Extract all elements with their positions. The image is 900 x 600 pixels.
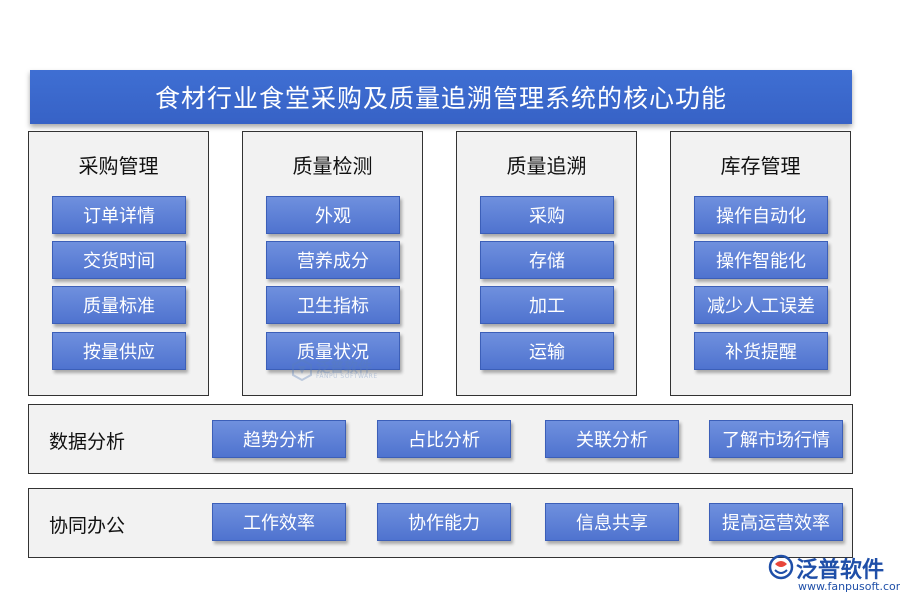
panel-quality-traceability: 质量追溯 采购 存储 加工 运输 <box>456 131 637 396</box>
watermark-text: 泛普软件 <box>316 360 372 376</box>
panel-title: 采购管理 <box>78 154 159 178</box>
watermark-logo-icon <box>292 358 312 382</box>
feature-box: 加工 <box>480 286 614 324</box>
feature-box: 交货时间 <box>52 241 186 279</box>
panel-title: 质量追溯 <box>506 154 587 178</box>
feature-box: 质量标准 <box>52 286 186 324</box>
feature-box: 关联分析 <box>545 420 679 458</box>
feature-box: 协作能力 <box>377 503 511 541</box>
panel-quality-inspection: 质量检测 外观 营养成分 卫生指标 质量状况 <box>242 131 423 396</box>
feature-box: 占比分析 <box>377 420 511 458</box>
feature-box: 质量状况 <box>266 332 400 370</box>
brand-name: 泛普软件 <box>796 558 885 583</box>
feature-box: 趋势分析 <box>212 420 346 458</box>
panel-procurement: 采购管理 订单详情 交货时间 质量标准 按量供应 <box>28 131 209 396</box>
feature-box: 信息共享 <box>545 503 679 541</box>
feature-box: 了解市场行情 <box>709 420 843 458</box>
watermark-subtext: FANPU SOFTWARE <box>316 373 378 380</box>
panel-inventory: 库存管理 操作自动化 操作智能化 减少人工误差 补货提醒 <box>670 131 851 396</box>
brand-logo-icon <box>768 554 794 580</box>
feature-box: 操作智能化 <box>694 241 828 279</box>
feature-box: 卫生指标 <box>266 286 400 324</box>
row-label: 数据分析 <box>49 431 126 453</box>
feature-box: 操作自动化 <box>694 196 828 234</box>
feature-box: 运输 <box>480 332 614 370</box>
panel-title: 库存管理 <box>720 154 801 178</box>
diagram-title: 食材行业食堂采购及质量追溯管理系统的核心功能 <box>30 70 852 124</box>
feature-box: 采购 <box>480 196 614 234</box>
watermark: 泛普软件 FANPU SOFTWARE <box>290 355 400 385</box>
row-label: 协同办公 <box>49 515 126 537</box>
brand-url: www.fanpusoft.com <box>798 580 900 593</box>
feature-box: 补货提醒 <box>694 332 828 370</box>
row-data-analysis: 数据分析 趋势分析 占比分析 关联分析 了解市场行情 <box>28 404 853 474</box>
feature-box: 存储 <box>480 241 614 279</box>
row-collaboration: 协同办公 工作效率 协作能力 信息共享 提高运营效率 <box>28 488 853 558</box>
feature-box: 订单详情 <box>52 196 186 234</box>
feature-box: 工作效率 <box>212 503 346 541</box>
feature-box: 按量供应 <box>52 332 186 370</box>
brand-logo: 泛普软件 www.fanpusoft.com <box>768 552 900 597</box>
panel-title: 质量检测 <box>292 154 373 178</box>
feature-box: 外观 <box>266 196 400 234</box>
feature-box: 提高运营效率 <box>709 503 843 541</box>
feature-box: 减少人工误差 <box>694 286 828 324</box>
feature-box: 营养成分 <box>266 241 400 279</box>
